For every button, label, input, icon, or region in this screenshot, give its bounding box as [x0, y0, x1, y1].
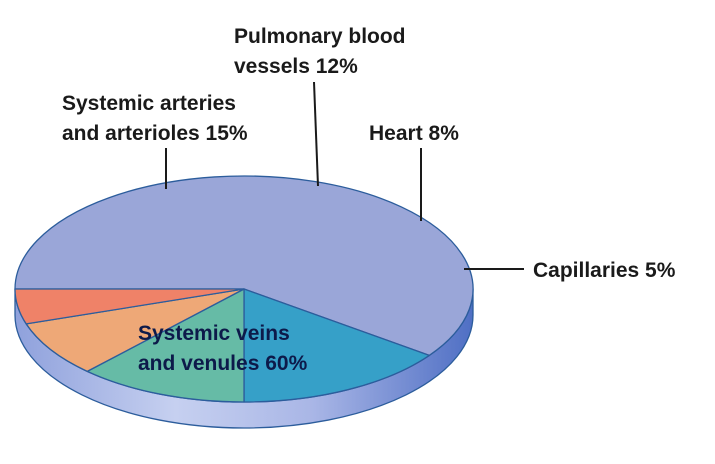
leader-lines: [165, 81, 524, 270]
slice-label-2-line-0: Pulmonary blood: [234, 25, 406, 48]
slice-label-1-line-0: Systemic arteries: [62, 92, 236, 115]
pie-slice-3: [25, 288, 245, 373]
pie-slice-1: [243, 288, 430, 403]
pie-slice-2: [86, 288, 245, 403]
slice-label-3: Heart 8%: [369, 122, 459, 145]
pie-slices: [14, 175, 474, 403]
slice-label-3-line-0: Heart 8%: [369, 122, 459, 145]
slice-label-4-line-0: Capillaries 5%: [533, 259, 676, 282]
slice-label-0: Systemic veins and venules 60%: [138, 322, 308, 375]
slice-labels: Systemic veins and venules 60% Systemic ar…: [62, 25, 676, 375]
slice-label-1: Systemic arteries and arterioles 15%: [62, 92, 248, 145]
slice-label-2: Pulmonary blood vessels 12%: [234, 25, 406, 78]
slice-label-0-line-1: and venules 60%: [138, 352, 308, 375]
slice-label-1-line-1: and arterioles 15%: [62, 122, 248, 145]
slice-label-2-line-1: vessels 12%: [234, 55, 358, 78]
leader-line-2: [313, 81, 319, 187]
slice-label-4: Capillaries 5%: [533, 259, 676, 282]
pie-slice-4: [14, 288, 245, 325]
slice-label-0-line-0: Systemic veins: [138, 322, 290, 345]
pie-slice-0: [14, 175, 474, 357]
